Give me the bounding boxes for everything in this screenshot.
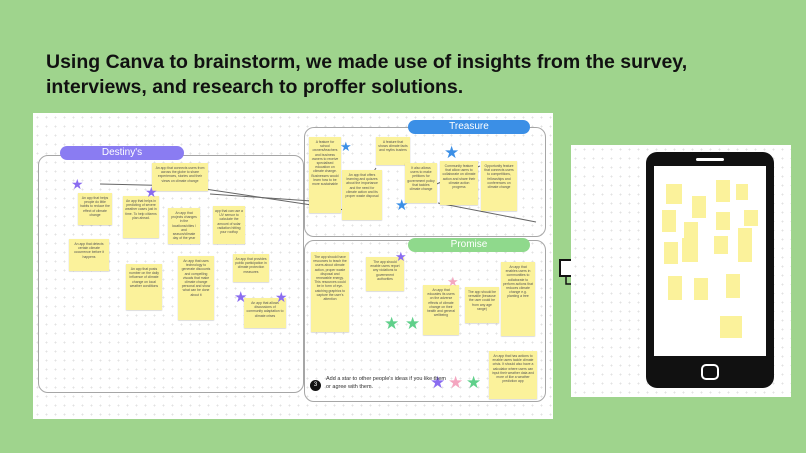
phone-speaker — [696, 158, 724, 161]
promise-section-label: Promise — [408, 238, 530, 252]
sticky-note: An app that connects users from across t… — [152, 163, 208, 191]
star-icon: ★ — [71, 176, 84, 192]
sticky-note: An app that offers learning and quizzes … — [342, 170, 382, 220]
mini-sticky-note — [666, 184, 682, 204]
sticky-note: An app that projects changes in the loca… — [168, 208, 200, 244]
mini-sticky-note — [736, 184, 748, 200]
star-icon: ★ — [340, 139, 352, 154]
star-icon: ★ — [395, 249, 407, 264]
star-icon: ★ — [430, 373, 446, 392]
star-icon: ★ — [395, 197, 409, 214]
mini-sticky-note — [714, 236, 728, 254]
smartphone-icon — [646, 152, 774, 388]
phone-home-button — [701, 364, 719, 380]
mini-sticky-note — [682, 238, 698, 262]
star-icon: ★ — [447, 274, 459, 289]
sticky-note: An app that enables users in communities… — [501, 262, 535, 336]
sticky-note: The app should have resources to teach t… — [311, 252, 349, 332]
star-icon: ★ — [444, 143, 460, 162]
phone-screen — [654, 166, 766, 356]
star-icon: ★ — [275, 289, 288, 305]
headline: Using Canva to brainstorm, we made use o… — [46, 51, 688, 98]
mini-sticky-note — [694, 278, 708, 300]
sticky-note: An app that has actions to enable users … — [489, 351, 537, 399]
sticky-note: The app should enable users report any v… — [366, 257, 404, 291]
sticky-note: app that can use a UV sensor to calculat… — [213, 206, 245, 244]
mini-sticky-note — [668, 276, 682, 300]
destiny-section-label: Destiny's — [60, 146, 184, 160]
step-number-badge: 3 — [310, 380, 321, 391]
mini-sticky-note — [726, 274, 740, 298]
sticky-note: An app that detects certain climate occu… — [69, 239, 109, 271]
sticky-note: An app that educates its users on the ad… — [423, 285, 459, 335]
sticky-note: The app should be versatile (because the… — [465, 287, 499, 323]
sticky-note: An app that uses technology to generate … — [178, 256, 214, 320]
mini-sticky-note — [716, 212, 730, 230]
mini-sticky-note — [738, 228, 752, 262]
mini-sticky-note — [720, 316, 742, 338]
sticky-note: It also allows users to make petitions f… — [405, 163, 437, 203]
sticky-note: Community feature that allow users to co… — [440, 161, 478, 205]
star-icon: ★ — [405, 314, 421, 333]
treasure-section-label: Treasure — [408, 120, 530, 134]
sticky-note: An app that provides public participatio… — [233, 254, 269, 282]
sticky-note: An app that posts number on the daily in… — [126, 264, 162, 310]
mini-sticky-note — [744, 210, 758, 226]
sticky-note: A feature for school owners/teachers and… — [309, 137, 341, 213]
sticky-note: Opportunity feature that connects users … — [481, 161, 517, 211]
star-instruction-text: Add a star to other people's ideas if yo… — [326, 376, 446, 390]
mini-sticky-note — [692, 196, 706, 218]
sticky-note: An app that allows discussions of commun… — [244, 298, 286, 328]
sticky-note: An app that helps people do little habit… — [78, 193, 112, 225]
mini-sticky-note — [662, 210, 676, 232]
star-icon: ★ — [448, 373, 464, 392]
mini-sticky-note — [664, 242, 678, 264]
star-icon: ★ — [466, 373, 482, 392]
star-icon: ★ — [145, 184, 158, 200]
star-icon: ★ — [384, 314, 400, 333]
sticky-note: A feature that shows climate facts and m… — [376, 137, 410, 165]
mini-sticky-note — [716, 180, 730, 202]
star-icon: ★ — [234, 289, 248, 306]
sticky-note: An app that helps in predicting of sever… — [123, 196, 159, 238]
